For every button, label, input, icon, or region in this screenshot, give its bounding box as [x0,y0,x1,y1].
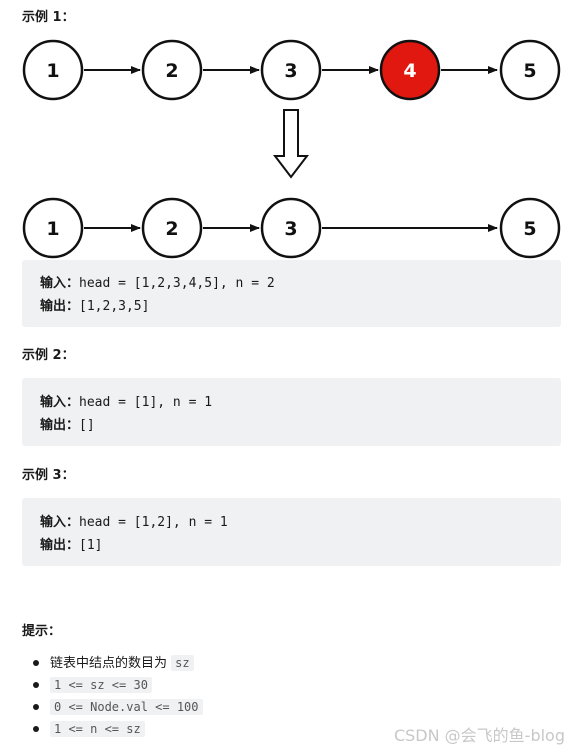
svg-text:2: 2 [165,218,178,240]
output-line: 输出：[] [40,414,95,433]
bullet-icon [33,704,39,710]
hint-item: 链表中结点的数目为 sz [33,652,203,674]
node-3: 3 [260,39,322,101]
node-2: 2 [141,197,203,259]
bullet-icon [33,682,39,688]
output-value: [1,2,3,5] [79,299,150,314]
hint-item: 0 <= Node.val <= 100 [33,696,203,718]
svg-text:4: 4 [403,60,416,82]
node-1: 1 [22,197,84,259]
input-value: head = [1], n = 1 [79,395,213,410]
output-label: 输出： [40,299,80,314]
input-label: 输入： [40,276,80,291]
linked-list-after-diagram: 1 2 3 5 [22,197,561,259]
output-line: 输出：[1] [40,534,103,553]
output-value: [1] [79,538,103,553]
hints-list: 链表中结点的数目为 sz 1 <= sz <= 30 0 <= Node.val… [33,652,203,740]
example-2-title: 示例 2： [22,348,75,363]
hints-title: 提示： [22,624,62,639]
bullet-icon [33,660,39,666]
hint-item: 1 <= n <= sz [33,718,203,740]
node-5: 5 [499,39,561,101]
watermark: CSDN @会飞的鱼-blog [393,726,565,745]
input-label: 输入： [40,395,80,410]
example-3-codebox: 输入：head = [1,2], n = 1 输出：[1] [22,498,561,566]
hint-code: 1 <= sz <= 30 [50,677,152,693]
input-line: 输入：head = [1,2,3,4,5], n = 2 [40,272,275,291]
hint-item: 1 <= sz <= 30 [33,674,203,696]
svg-text:1: 1 [46,60,59,82]
output-label: 输出： [40,538,80,553]
hint-code: 1 <= n <= sz [50,721,145,737]
bullet-icon [33,726,39,732]
input-value: head = [1,2,3,4,5], n = 2 [79,276,275,291]
svg-text:3: 3 [284,218,297,240]
svg-text:1: 1 [46,218,59,240]
svg-text:5: 5 [523,60,536,82]
node-5: 5 [499,197,561,259]
output-label: 输出： [40,418,80,433]
example-3-title: 示例 3： [22,468,75,483]
node-4-removed: 4 [379,39,441,101]
input-value: head = [1,2], n = 1 [79,515,228,530]
output-line: 输出：[1,2,3,5] [40,295,149,314]
node-1: 1 [22,39,84,101]
linked-list-before-diagram: 1 2 3 4 5 [22,39,561,101]
example-1-title: 示例 1： [22,10,75,25]
output-value: [] [79,418,95,433]
svg-text:2: 2 [165,60,178,82]
node-3: 3 [260,197,322,259]
node-2: 2 [141,39,203,101]
example-1-codebox: 输入：head = [1,2,3,4,5], n = 2 输出：[1,2,3,5… [22,260,561,327]
input-label: 输入： [40,515,80,530]
down-arrow-icon [272,109,310,179]
svg-text:3: 3 [284,60,297,82]
hint-code: 0 <= Node.val <= 100 [50,699,203,715]
input-line: 输入：head = [1,2], n = 1 [40,511,228,530]
hint-text: 链表中结点的数目为 [50,656,172,671]
example-2-codebox: 输入：head = [1], n = 1 输出：[] [22,378,561,446]
input-line: 输入：head = [1], n = 1 [40,391,212,410]
svg-text:5: 5 [523,218,536,240]
hint-code: sz [171,655,194,671]
